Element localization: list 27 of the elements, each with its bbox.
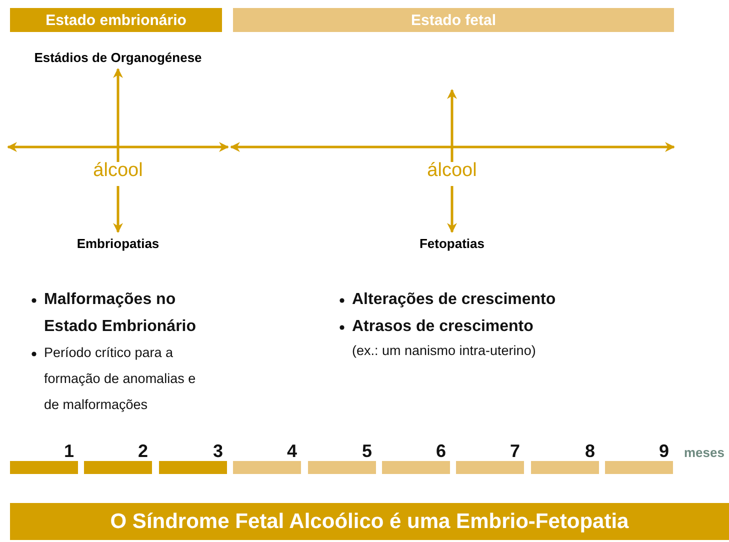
month-number: 2 — [136, 441, 148, 461]
period-band: Estado embrionário — [10, 8, 222, 32]
month-number: 1 — [62, 441, 74, 461]
month-number: 5 — [360, 441, 372, 461]
month-number: 7 — [508, 441, 520, 461]
period-band: Estado fetal — [233, 8, 674, 32]
title-banner: O Síndrome Fetal Alcoólico é uma Embrio-Fetopatia — [10, 503, 729, 540]
month-number: 8 — [584, 441, 595, 461]
bullet-item: Malformações no Estado Embrionário — [44, 290, 198, 337]
effect-label: Fetopatias — [402, 233, 502, 253]
stage-label: Estádios de Organogénese — [20, 47, 216, 67]
note-text: (ex.: um nanismo intra-uterino) — [352, 342, 537, 360]
month-number: 6 — [434, 441, 446, 461]
agent-label: álcool — [422, 160, 482, 182]
agent-label: álcool — [88, 160, 148, 182]
bullet-item: Alterações de crescimento — [352, 290, 557, 310]
arrow — [113, 68, 123, 162]
bullet-item: Período crítico para a formação de anomalias e de malformações — [44, 344, 197, 414]
unit-label: meses — [684, 445, 724, 460]
month-number: 9 — [658, 441, 669, 461]
bullet-item: Atrasos de crescimento — [352, 317, 534, 337]
arrow — [447, 89, 457, 162]
month-number: 4 — [286, 441, 297, 461]
arrow — [113, 186, 123, 233]
month-number: 3 — [212, 441, 223, 461]
effect-label: Embriopatias — [58, 233, 178, 253]
arrow — [447, 186, 457, 233]
